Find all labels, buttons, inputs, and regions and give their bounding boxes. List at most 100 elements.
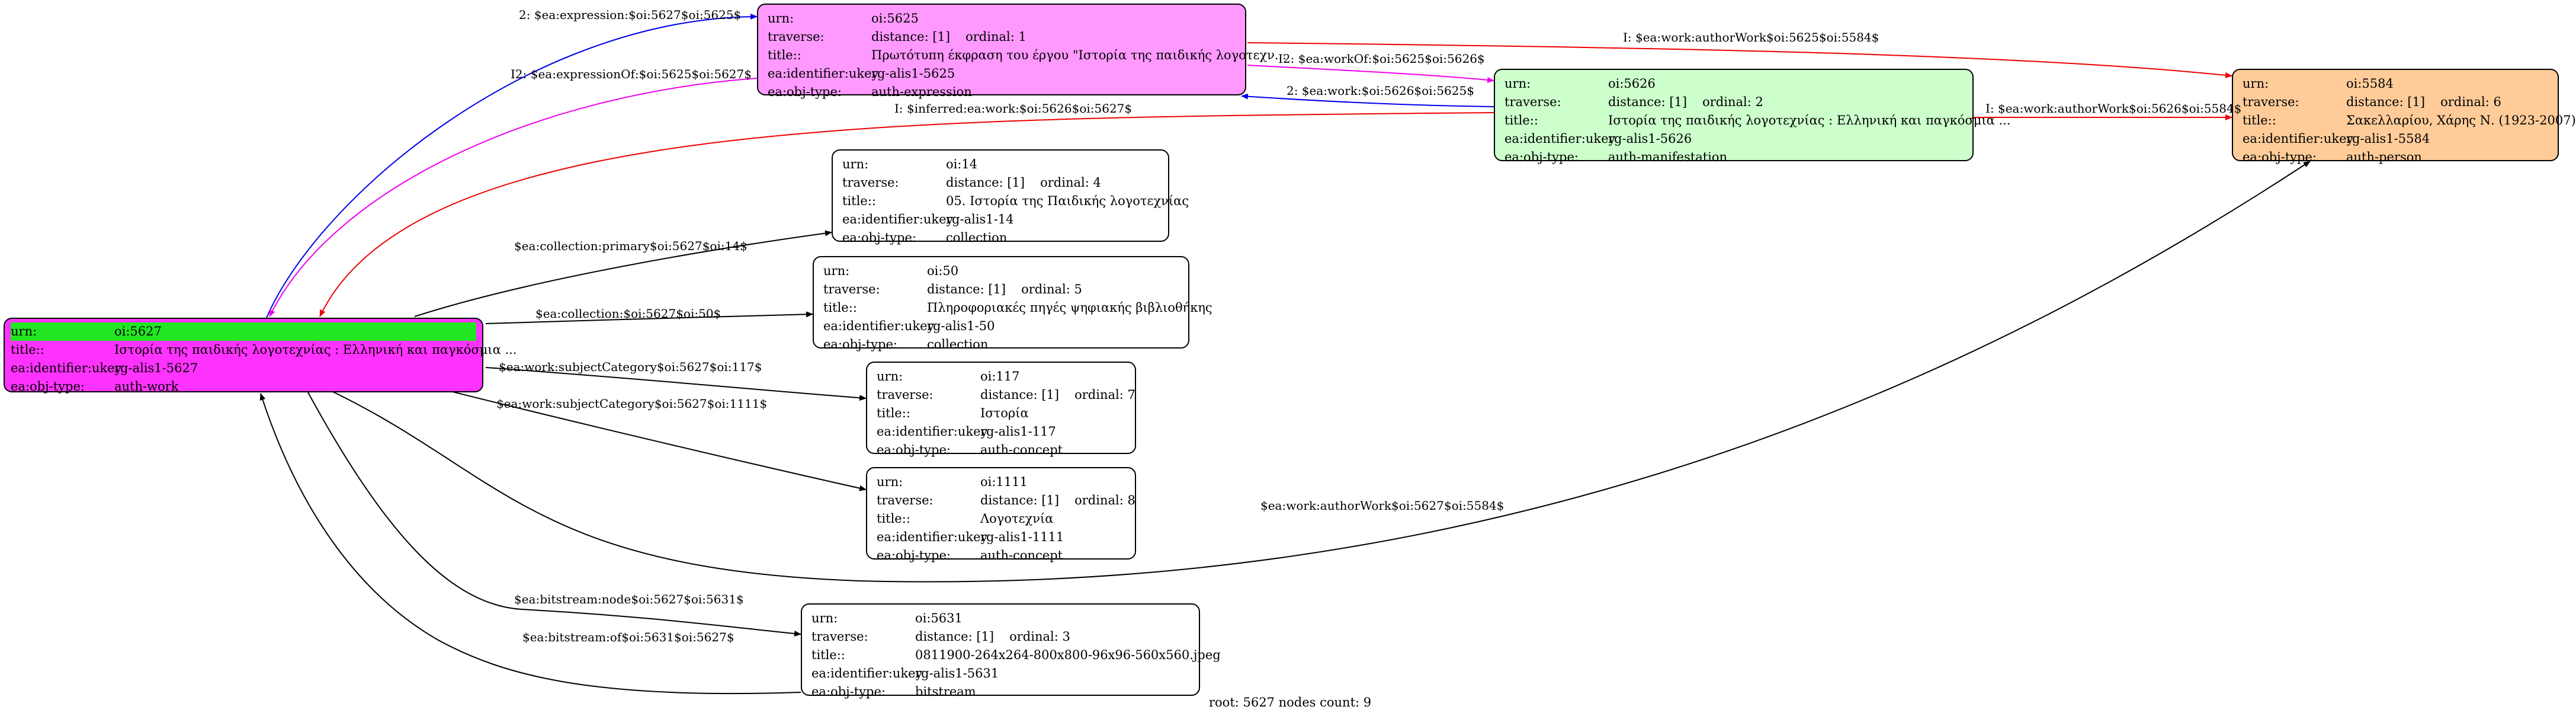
edge-bitstream-node — [307, 392, 801, 637]
ukey-key: ea:identifier:ukey — [11, 361, 122, 375]
title-value: Λογοτεχνία — [980, 512, 1054, 526]
type-key: ea:obj-type: — [2243, 150, 2317, 164]
node-oi-50[interactable]: urn:oi:50 traverse:distance: [1]ordinal:… — [813, 256, 1212, 351]
title-key: title:: — [768, 48, 801, 62]
edge-label-inferred: I: $inferred:ea:work:$oi:5626$oi:5627$ — [894, 101, 1133, 116]
traverse-key: traverse: — [823, 282, 880, 296]
type-key: ea:obj-type: — [811, 685, 886, 699]
edge-label-author-work-5625: I: $ea:work:authorWork$oi:5625$oi:5584$ — [1623, 30, 1879, 44]
type-key: ea:obj-type: — [842, 231, 916, 245]
node-oi-5626[interactable]: urn:oi:5626 traverse: distance: [1] ordina… — [1494, 69, 2010, 164]
ukey-value: rg-alis1-50 — [927, 319, 995, 333]
urn-key: urn: — [823, 264, 850, 278]
urn-value: oi:117 — [980, 369, 1020, 383]
graph-footer: root: 5627 nodes count: 9 — [1209, 695, 1372, 709]
ukey-key: ea:identifier:ukey — [842, 212, 954, 226]
edge-label-collection-primary: $ea:collection:primary$oi:5627$oi:14$ — [514, 239, 748, 253]
ukey-value: rg-alis1-5584 — [2346, 132, 2430, 146]
node-oi-14[interactable]: urn:oi:14 traverse:distance: [1]ordinal:… — [832, 149, 1189, 245]
urn-key: urn: — [877, 369, 903, 383]
node-traverse-row: traverse:distance: [1]ordinal: 8 — [877, 491, 1135, 510]
ukey-value: rg-alis1-1111 — [980, 530, 1064, 544]
node-title-row: title::Λογοτεχνία — [877, 510, 1128, 528]
node-type-row: ea:obj-type:auth-work — [11, 378, 476, 396]
traverse-key: traverse: — [1504, 95, 1561, 109]
urn-value: oi:5631 — [915, 611, 963, 625]
title-value: Πληροφοριακές πηγές ψηφιακής βιβλιοθήκης — [927, 301, 1212, 315]
title-value: Πρωτότυπη έκφραση του έργου "Ιστορία της… — [871, 48, 1287, 62]
edge-work — [1241, 93, 1494, 107]
edge-label-work-of: I2: $ea:workOf:$oi:5625$oi:5626$ — [1278, 52, 1485, 66]
type-key: ea:obj-type: — [768, 85, 842, 99]
node-urn-row: urn: oi:5584 — [2243, 75, 2551, 93]
title-key: title:: — [823, 301, 857, 315]
edge-label-bitstream-of: $ea:bitstream:of$oi:5631$oi:5627$ — [522, 630, 734, 644]
node-title-row: title::05. Ιστορία της Παιδικής λογοτεχν… — [842, 192, 1189, 210]
node-oi-5627[interactable]: urn:oi:5627 title::Ιστορία της παιδικής … — [4, 318, 517, 394]
node-traverse-row: traverse:distance: [1]ordinal: 6 — [2243, 93, 2551, 111]
traverse-key: traverse: — [842, 175, 899, 190]
node-title-row: title::Ιστορία της παιδικής λογοτεχνίας … — [1504, 111, 2010, 130]
node-urn-row: urn:oi:5626 — [1504, 75, 1965, 93]
node-urn-row: urn:oi:1111 — [877, 473, 1128, 491]
ukey-key: ea:identifier:ukey — [1504, 132, 1616, 146]
node-oi-5625[interactable]: urn:oi:5625 traverse:distance: [1]ordina… — [757, 4, 1287, 99]
type-value: collection — [927, 337, 989, 351]
distance-value: distance: [1] — [927, 282, 1006, 296]
node-traverse-row: traverse: distance: [1] ordinal: 2 — [1504, 93, 1965, 111]
title-key: title:: — [11, 343, 44, 357]
title-value: Σακελλαρίου, Χάρης Ν. (1923-2007) — [2346, 113, 2576, 127]
traverse-key: traverse: — [877, 493, 933, 507]
edge-label-expression: 2: $ea:expression:$oi:5627$oi:5625$ — [519, 8, 742, 22]
type-value: auth-concept — [980, 548, 1063, 562]
ukey-key: ea:identifier:ukey — [877, 530, 988, 544]
distance-value: distance: [1] — [1608, 95, 1688, 109]
ordinal-value: ordinal: 6 — [2440, 95, 2501, 109]
urn-key: urn: — [842, 157, 869, 171]
urn-key: urn: — [768, 11, 794, 25]
urn-key: urn: — [811, 611, 838, 625]
node-urn-row: urn: oi:5631 — [811, 609, 1192, 628]
node-title-row: title::Πρωτότυπη έκφραση του έργου "Ιστο… — [768, 46, 1287, 65]
node-urn-row: urn:oi:5627 — [11, 322, 476, 341]
node-oi-117[interactable]: urn:oi:117 traverse:distance: [1]ordinal… — [866, 362, 1136, 457]
edge-bitstream-of — [259, 393, 801, 695]
ukey-key: ea:identifier:ukey — [823, 319, 935, 333]
urn-value: oi:5584 — [2346, 76, 2394, 91]
title-key: title:: — [811, 648, 845, 662]
distance-value: distance: [1] — [915, 629, 995, 644]
node-oi-5584[interactable]: urn:oi:5584 traverse:distance: [1]ordina… — [2232, 69, 2576, 164]
type-value: auth-expression — [871, 85, 972, 99]
ordinal-value: ordinal: 1 — [965, 30, 1026, 44]
title-value: Ιστορία της παιδικής λογοτεχνίας : Ελλην… — [114, 343, 517, 357]
edge-work-of — [1247, 65, 1494, 83]
node-title-row: title::Ιστορία — [877, 404, 1128, 423]
edge-author-work-5625 — [1247, 42, 2232, 78]
node-oi-1111[interactable]: urn:oi:1111 traverse:distance: [1]ordina… — [866, 467, 1136, 562]
title-value: Ιστορία — [980, 406, 1029, 420]
ukey-key: ea:identifier:ukey — [811, 666, 923, 680]
node-type-row: ea:obj-type:bitstream — [811, 683, 1192, 701]
edge-label-author-work-5626: I: $ea:work:authorWork$oi:5626$oi:5584$ — [1985, 101, 2242, 116]
node-title-row: title::Ιστορία της παιδικής λογοτεχνίας … — [11, 341, 517, 359]
title-key: title:: — [877, 406, 910, 420]
type-value: auth-concept — [980, 443, 1063, 457]
node-oi-5631[interactable]: urn:oi:5631 traverse:distance: [1]ordina… — [801, 603, 1221, 699]
title-value: Ιστορία της παιδικής λογοτεχνίας : Ελλην… — [1608, 113, 2011, 127]
distance-value: distance: [1] — [2346, 95, 2426, 109]
node-type-row: ea:obj-type: auth-expression — [768, 83, 1238, 101]
ordinal-value: ordinal: 8 — [1074, 493, 1135, 507]
ordinal-value: ordinal: 2 — [1702, 95, 1763, 109]
edge-inferred — [319, 112, 1494, 317]
urn-key: urn: — [2243, 76, 2269, 91]
ukey-value: rg-alis1-5631 — [915, 666, 999, 680]
edge-subject-117 — [485, 367, 867, 401]
edge-subject-1111 — [450, 391, 867, 491]
